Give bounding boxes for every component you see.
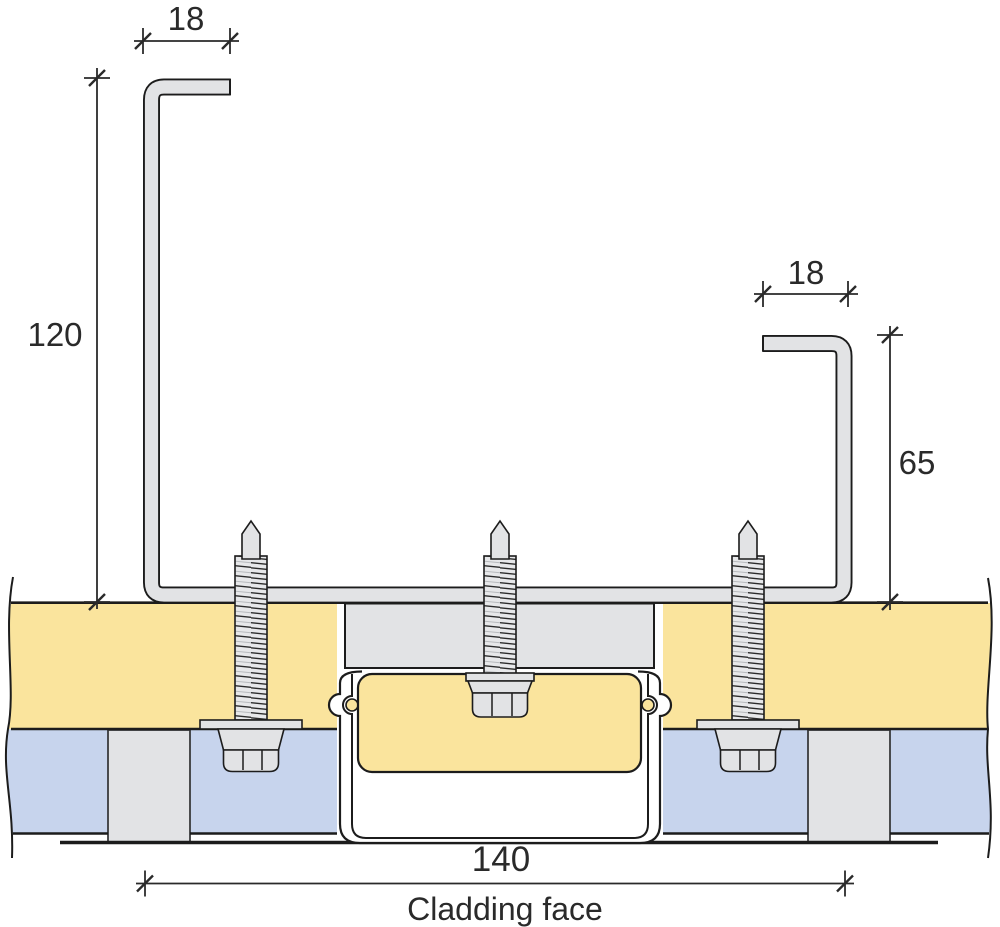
dimension-annotations: 18 120 18 65 140 Cladding face [27, 0, 935, 927]
dimension-tick [88, 593, 106, 611]
rail-profile-outline [143, 78, 853, 604]
dim-value-left-flange: 18 [168, 0, 205, 37]
dimension-tick [881, 593, 899, 611]
dim-value-right-height: 65 [899, 444, 936, 481]
insulation-layer-right [663, 603, 992, 729]
dimension-tick [134, 32, 152, 50]
cladding-face-label: Cladding face [407, 891, 603, 927]
dimension-tick [839, 285, 857, 303]
pad-bead-left [345, 698, 359, 712]
joint-tray-inner-profile [342, 674, 658, 839]
insulation-layer-left [8, 603, 337, 729]
dimension-ticks [84, 28, 903, 897]
top-hat-rails [143, 78, 853, 604]
break-line-right [986, 577, 993, 859]
dimension-tick [136, 874, 154, 893]
dimension-tick [754, 285, 772, 303]
dimension-tick [836, 874, 854, 893]
dim-value-right-flange: 18 [788, 254, 825, 291]
dimension-tick [881, 326, 899, 344]
dim-value-joint-width: 140 [472, 840, 530, 879]
dimension-tick [88, 69, 106, 87]
break-line-left [4, 576, 14, 859]
dimension-tick [221, 32, 239, 50]
support-block-right [807, 729, 891, 844]
support-block-left [107, 729, 191, 844]
dim-value-left-height: 120 [27, 316, 82, 353]
pad-bead-right [641, 698, 655, 712]
rail-profile-core [144, 80, 851, 602]
